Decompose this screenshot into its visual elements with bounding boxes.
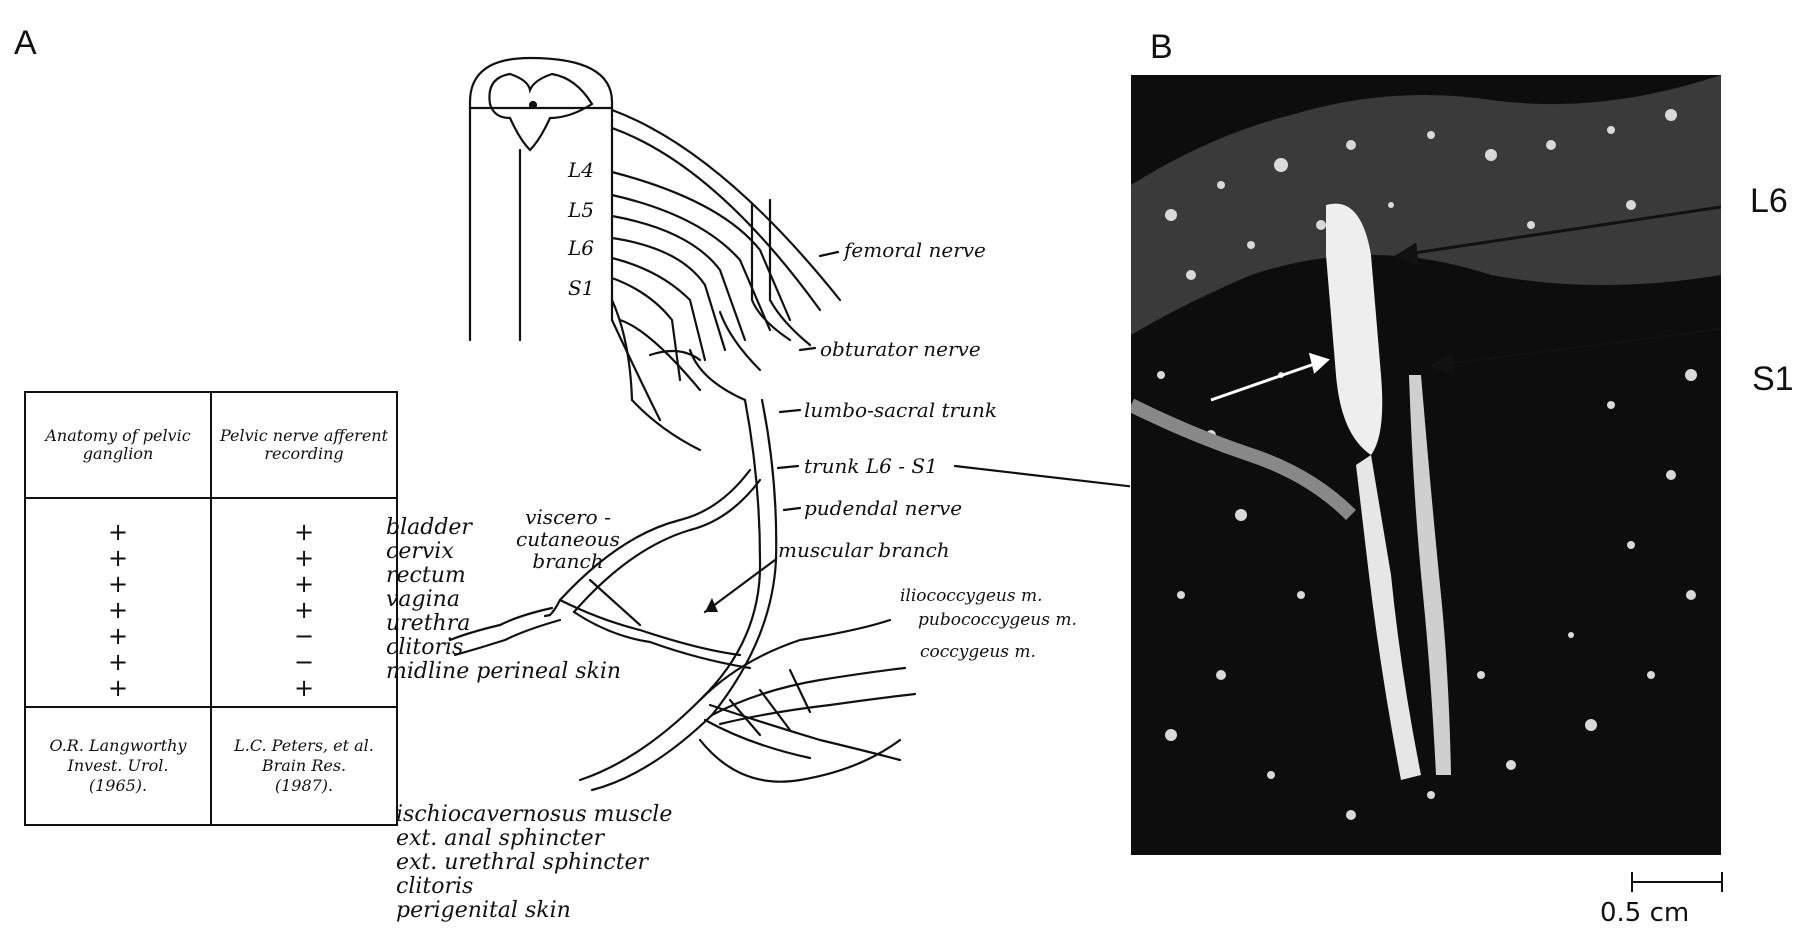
dissection-photo	[1131, 75, 1721, 855]
label-obturator-nerve: obturator nerve	[820, 339, 981, 359]
target-item: clitoris	[386, 636, 621, 660]
segment-label-l5: L5	[568, 200, 594, 220]
target-item: bladder	[386, 516, 621, 540]
viscero-targets-list: bladder cervix rectum vagina urethra cli…	[386, 516, 621, 684]
target-item: ext. anal sphincter	[396, 827, 672, 851]
label-trunk-l6-s1: trunk L6 - S1	[804, 456, 938, 476]
label-pubococcygeus: pubococcygeus m.	[918, 612, 1077, 629]
target-item: vagina	[386, 588, 621, 612]
target-item: clitoris	[396, 875, 672, 899]
nerve-diagram	[0, 0, 1130, 935]
scale-bar	[1630, 870, 1730, 894]
target-item: rectum	[386, 564, 621, 588]
target-item: cervix	[386, 540, 621, 564]
scale-bar-label: 0.5 cm	[1600, 898, 1689, 928]
photo-label-s1: S1	[1752, 362, 1794, 396]
label-muscular-branch: muscular branch	[778, 540, 950, 560]
target-item: urethra	[386, 612, 621, 636]
target-item: midline perineal skin	[386, 660, 621, 684]
label-coccygeus: coccygeus m.	[920, 644, 1036, 661]
panel-label-b: B	[1150, 28, 1173, 67]
segment-label-l4: L4	[568, 160, 594, 180]
segment-label-l6: L6	[568, 238, 594, 258]
label-iliococcygeus: iliococcygeus m.	[900, 588, 1043, 605]
target-item: ext. urethral sphincter	[396, 851, 672, 875]
spinal-cord-gray-matter	[489, 74, 592, 150]
target-item: ischiocavernosus muscle	[396, 803, 672, 827]
label-femoral-nerve: femoral nerve	[844, 240, 986, 260]
muscular-targets-list: ischiocavernosus muscle ext. anal sphinc…	[396, 803, 672, 923]
segment-label-s1: S1	[568, 278, 594, 298]
label-pudendal-nerve: pudendal nerve	[804, 498, 962, 518]
label-lumbosacral-trunk: lumbo-sacral trunk	[804, 400, 997, 420]
photo-label-l6: L6	[1750, 184, 1788, 218]
target-item: perigenital skin	[396, 899, 672, 923]
